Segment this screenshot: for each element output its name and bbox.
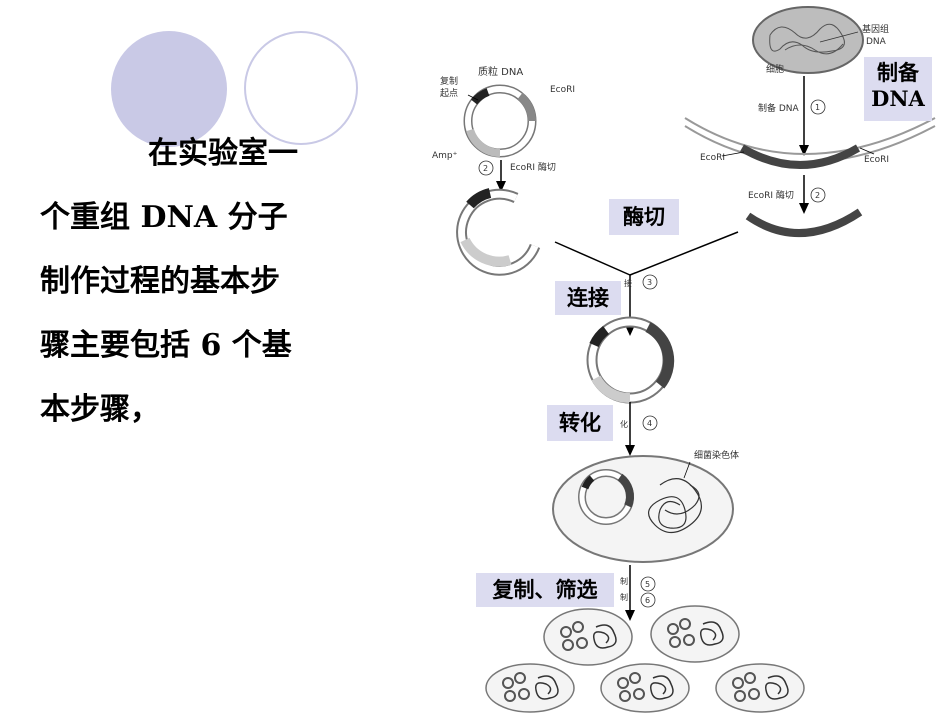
intro-line-4: 骤主要包括 6 个基 xyxy=(40,328,292,363)
step-label-transform: 转化 xyxy=(547,405,613,441)
genome-label-2: DNA xyxy=(866,37,887,47)
replicate-small-2: 制 xyxy=(620,592,628,602)
amp-label: Amp⁺ xyxy=(432,151,458,161)
step-label-ligate: 连接 xyxy=(555,281,621,315)
intro-paragraph: 在实验室一 个重组 DNA 分子 制作过程的基本步 骤主要包括 6 个基 本步骤… xyxy=(40,122,340,442)
intro-line-2: 个重组 DNA 分子 xyxy=(40,200,288,235)
plasmid-label: 质粒 DNA xyxy=(478,65,523,78)
ligate-small: 接 xyxy=(624,278,632,288)
prep-dna-small: 制备 DNA xyxy=(758,102,800,114)
svg-text:1: 1 xyxy=(815,103,820,112)
replicate-small-1: 制 xyxy=(620,576,628,586)
decorative-circle-filled xyxy=(111,31,227,147)
ori-label-2: 起点 xyxy=(440,88,458,99)
svg-text:3: 3 xyxy=(647,278,652,287)
bacterial-cell xyxy=(752,6,864,74)
ecori-right-label: EcoRI xyxy=(864,155,889,165)
step-label-prepare-dna-line1: 制备 xyxy=(877,61,919,85)
ori-label-1: 复制 xyxy=(440,75,458,87)
recombinant-plasmid xyxy=(586,316,675,404)
ecori-digest-left-small: EcoRI 酶切 xyxy=(510,161,556,173)
chromosome-label: 细菌染色体 xyxy=(694,449,739,461)
plasmid-ring xyxy=(463,84,537,158)
svg-text:5: 5 xyxy=(645,580,650,589)
intro-line-1: 在实验室一 xyxy=(148,136,298,171)
cell-label: 细胞 xyxy=(766,63,784,75)
intro-line-3: 制作过程的基本步 xyxy=(40,264,280,299)
svg-text:6: 6 xyxy=(645,596,650,605)
decorative-circle-outline xyxy=(244,31,358,145)
step-label-prepare-dna: 制备 DNA xyxy=(864,57,932,121)
svg-text:2: 2 xyxy=(815,191,820,200)
step-label-replicate-screen: 复制、筛选 xyxy=(476,573,614,607)
daughter-cells xyxy=(485,605,805,713)
svg-text:4: 4 xyxy=(647,419,652,428)
transform-small: 化 xyxy=(620,419,628,429)
svg-text:2: 2 xyxy=(483,164,488,173)
ecori-plasmid-label: EcoRI xyxy=(550,85,575,95)
intro-line-5: 本步骤， xyxy=(40,392,160,427)
step-label-prepare-dna-line2: DNA xyxy=(871,86,925,111)
ecori-digest-right-small: EcoRI 酶切 xyxy=(748,189,794,201)
opened-plasmid xyxy=(456,188,541,276)
step-label-digest: 酶切 xyxy=(609,199,679,235)
transformed-bacterium xyxy=(552,455,734,563)
ecori-left-label: EcoRI xyxy=(700,153,725,163)
genome-label-1: 基因组 xyxy=(862,23,889,35)
